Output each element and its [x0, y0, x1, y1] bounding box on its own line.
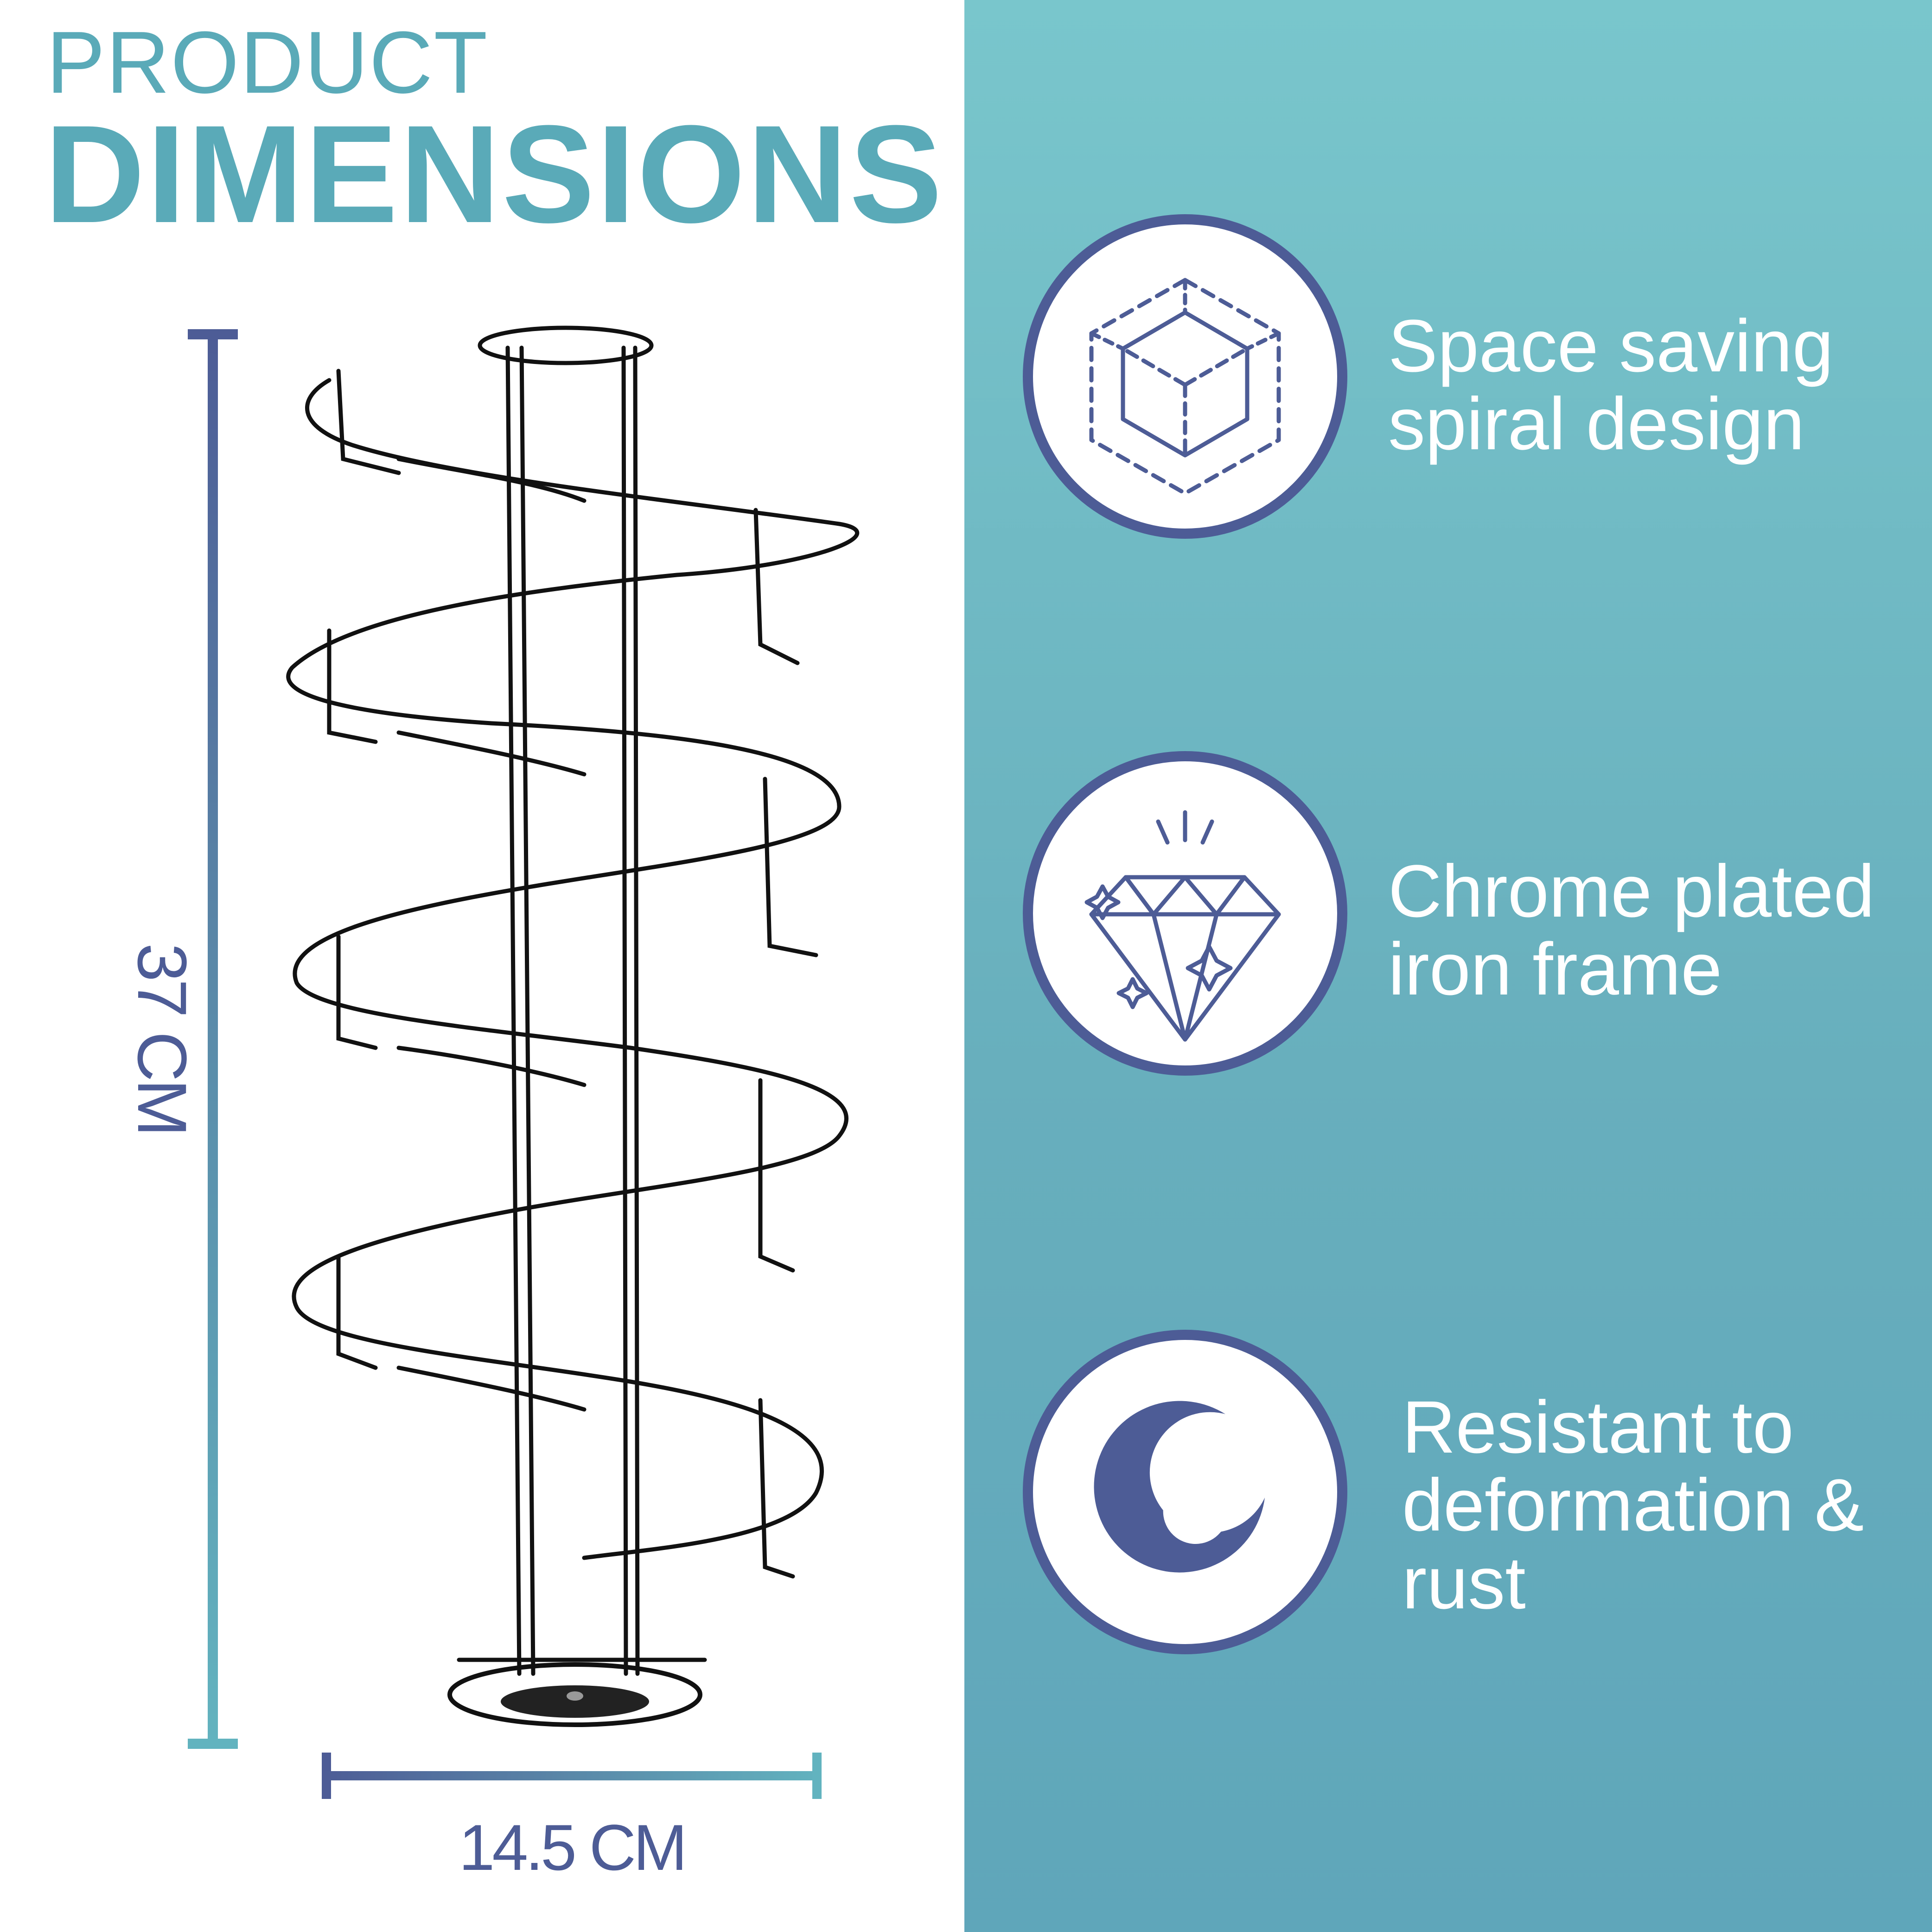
feature-text-rust: Resistant to deformation & rust: [1402, 1385, 1864, 1624]
height-label: 37 CM: [123, 943, 201, 1134]
feature-circle-chrome: [1023, 751, 1347, 1076]
feature-text-chrome: Chrome plated iron frame: [1388, 849, 1875, 1010]
title-dimensions: DIMENSIONS: [45, 96, 944, 252]
feature-circle-rust: [1023, 1330, 1347, 1654]
dashed-cube-icon: [1089, 278, 1281, 496]
features-panel: Space saving spiral design Chrome plated…: [964, 0, 1932, 1932]
crescent-moon-icon: [1094, 1401, 1265, 1573]
top-ring: [478, 325, 654, 365]
spiral-rack-image: [286, 325, 859, 1727]
feature-text-space: Space saving spiral design: [1388, 304, 1834, 465]
height-dimension-line: [208, 333, 218, 1742]
width-label: 14.5 CM: [459, 1811, 687, 1884]
diamond-icon: [1084, 810, 1281, 1042]
title-product: PRODUCT: [46, 13, 489, 112]
post-right: [621, 345, 628, 1676]
height-line-bottom-cap: [188, 1739, 238, 1749]
feature-circle-space: [1023, 214, 1347, 539]
left-panel: PRODUCT DIMENSIONS 37 CM: [0, 0, 964, 1932]
post-left: [505, 345, 522, 1676]
width-dimension-line: [322, 1771, 822, 1780]
width-line-right-cap: [812, 1753, 822, 1799]
